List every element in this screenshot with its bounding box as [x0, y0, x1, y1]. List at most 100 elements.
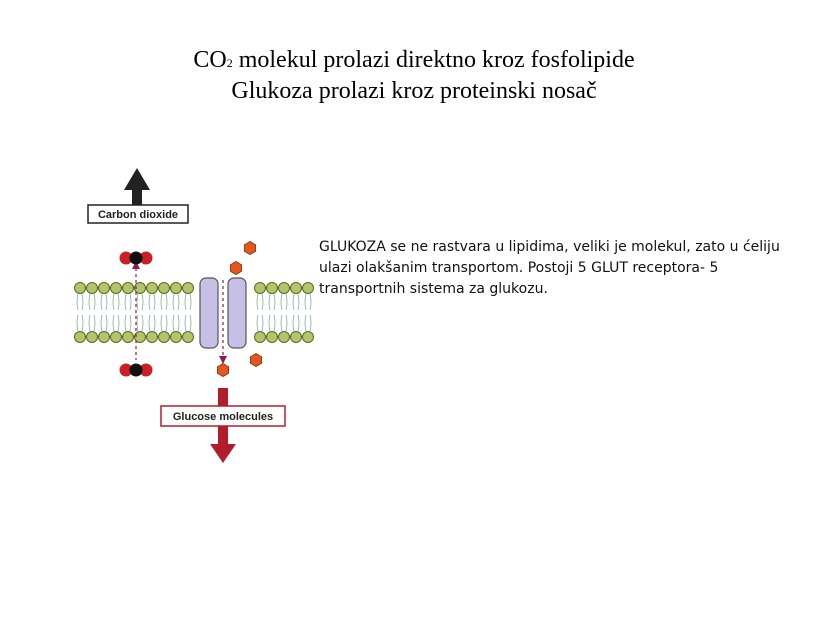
lipid-tail [124, 293, 127, 311]
lipid-tail [285, 314, 288, 332]
lipid-head [110, 282, 122, 294]
title-co-prefix: CO [193, 47, 227, 73]
lipid-head [86, 331, 98, 343]
glucose-path-arrowhead [219, 356, 227, 364]
lipid-tail [292, 314, 295, 332]
lipid-tail [273, 293, 276, 311]
lipid-tail [280, 293, 283, 311]
lipid-head [146, 331, 158, 343]
lipid-tail [309, 314, 312, 332]
lipid-tail [160, 314, 163, 332]
glucose-molecule [249, 353, 263, 367]
lipid-tail [304, 293, 307, 311]
lipid-tail [177, 314, 180, 332]
lipid-tail [93, 314, 96, 332]
lipid-tail [297, 314, 300, 332]
glucose-molecule [229, 261, 243, 275]
carbon-dioxide-label-box: Carbon dioxide [87, 204, 189, 224]
glucose-transport-note: GLUKOZA se ne rastvara u lipidima, velik… [319, 239, 780, 297]
lipid-tail [117, 293, 120, 311]
lipid-tail [105, 314, 108, 332]
lipid-tail [268, 314, 271, 332]
glucose-molecules [216, 241, 263, 377]
lipid-head [302, 331, 314, 343]
glucose-transport-channel [199, 277, 247, 349]
lipid-head [122, 331, 134, 343]
lipid-tail [256, 314, 259, 332]
lipid-head [290, 282, 302, 294]
lipid-tail [165, 314, 168, 332]
lipid-tail [76, 293, 79, 311]
glucose-label-box: Glucose molecules [160, 405, 286, 427]
co2-molecule-top [119, 251, 153, 265]
lipid-tail [93, 293, 96, 311]
lipid-head [158, 331, 170, 343]
lipid-tail [273, 314, 276, 332]
lipid-tail [280, 314, 283, 332]
glucose-molecule [216, 363, 230, 377]
lipid-head [254, 331, 266, 343]
lipid-head [122, 282, 134, 294]
lipid-head [146, 282, 158, 294]
lipid-tail [141, 314, 144, 332]
lipid-tail [153, 293, 156, 311]
glucose-molecules-label: Glucose molecules [173, 411, 273, 423]
lipid-tail [136, 314, 139, 332]
lipid-head [170, 331, 182, 343]
lipid-head [74, 331, 86, 343]
membrane-transport-diagram: Carbon dioxide Glucose molecules [74, 168, 314, 463]
carbon-dioxide-label: Carbon dioxide [98, 209, 178, 221]
lipid-tail [100, 314, 103, 332]
lipid-tail [153, 314, 156, 332]
lipid-tail [285, 293, 288, 311]
lipid-tail [148, 293, 151, 311]
lipid-head [278, 282, 290, 294]
title-subscript: 2 [226, 56, 233, 70]
lipid-tail [177, 293, 180, 311]
lipid-tail [261, 293, 264, 311]
lipid-tail [141, 293, 144, 311]
co2-path-arrowhead [132, 261, 140, 269]
lipid-head [158, 282, 170, 294]
lipid-tail [189, 314, 192, 332]
lipid-tail [129, 293, 132, 311]
lipid-tail [76, 314, 79, 332]
lipid-tail [81, 314, 84, 332]
lipid-tail [268, 293, 271, 311]
lipid-head [98, 282, 110, 294]
lipid-tail [136, 293, 139, 311]
lipid-tail [304, 314, 307, 332]
lipid-tail [160, 293, 163, 311]
lipid-tail [172, 314, 175, 332]
lipid-head [74, 282, 86, 294]
lipid-head [266, 282, 278, 294]
lipid-head [182, 282, 194, 294]
lipid-tail [309, 293, 312, 311]
carbon-dioxide-exit-arrow [124, 168, 150, 208]
slide-title-line-1: CO2 molekul prolazi direktno kroz fosfol… [0, 46, 828, 78]
lipid-tail [184, 314, 187, 332]
lipid-tail [88, 293, 91, 311]
lipid-tail [105, 293, 108, 311]
lipid-head [302, 282, 314, 294]
slide-title-line-2: Glukoza prolazi kroz proteinski nosač [231, 78, 597, 104]
lipid-tail [184, 293, 187, 311]
lipid-tail [100, 293, 103, 311]
lipid-tail [117, 314, 120, 332]
lipid-head [290, 331, 302, 343]
lipid-tail [148, 314, 151, 332]
lipid-tail [112, 293, 115, 311]
co2-molecule-bottom [119, 363, 153, 377]
lipid-tail [261, 314, 264, 332]
lipid-tail [112, 314, 115, 332]
lipid-head [134, 331, 146, 343]
lipid-head [254, 282, 266, 294]
glucose-entry-arrow [210, 388, 236, 463]
lipid-tail [81, 293, 84, 311]
lipid-tail [165, 293, 168, 311]
lipid-tail [297, 293, 300, 311]
lipid-tail [256, 293, 259, 311]
lipid-head [278, 331, 290, 343]
lipid-head [266, 331, 278, 343]
lipid-head [110, 331, 122, 343]
